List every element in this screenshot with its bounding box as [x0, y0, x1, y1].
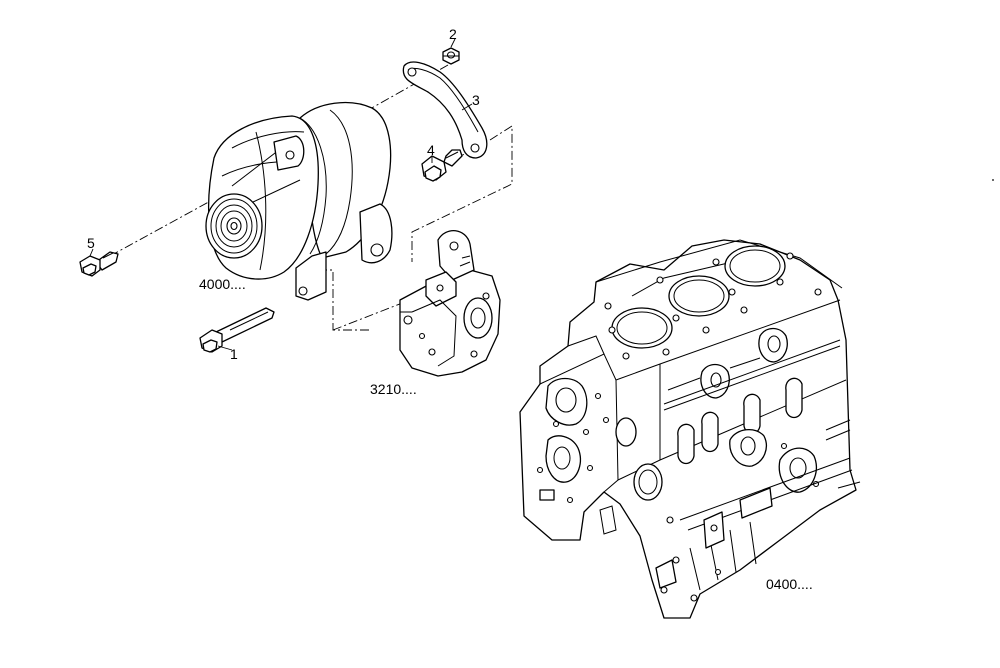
- alternator-assembly: [205, 101, 393, 301]
- engine-block-reference-label: 0400....: [766, 576, 813, 592]
- bracket-reference-label: 3210....: [370, 381, 417, 397]
- callout-2: 2: [449, 26, 457, 42]
- callout-3: 3: [472, 92, 480, 108]
- stray-dot: [992, 179, 994, 181]
- link-strap-part-3: [402, 61, 488, 159]
- bolt-part-1: [199, 307, 275, 353]
- callout-4: 4: [427, 142, 435, 158]
- callout-5: 5: [87, 235, 95, 251]
- leader-lines: [89, 38, 473, 351]
- alternator-reference-label: 4000....: [199, 276, 246, 292]
- bracket-assembly: [399, 230, 501, 377]
- engine-block-assembly: [519, 239, 861, 619]
- bolt-part-4: [421, 149, 463, 182]
- nut-part-2: [442, 47, 460, 65]
- callout-1: 1: [230, 346, 238, 362]
- bolt-part-5: [79, 251, 119, 277]
